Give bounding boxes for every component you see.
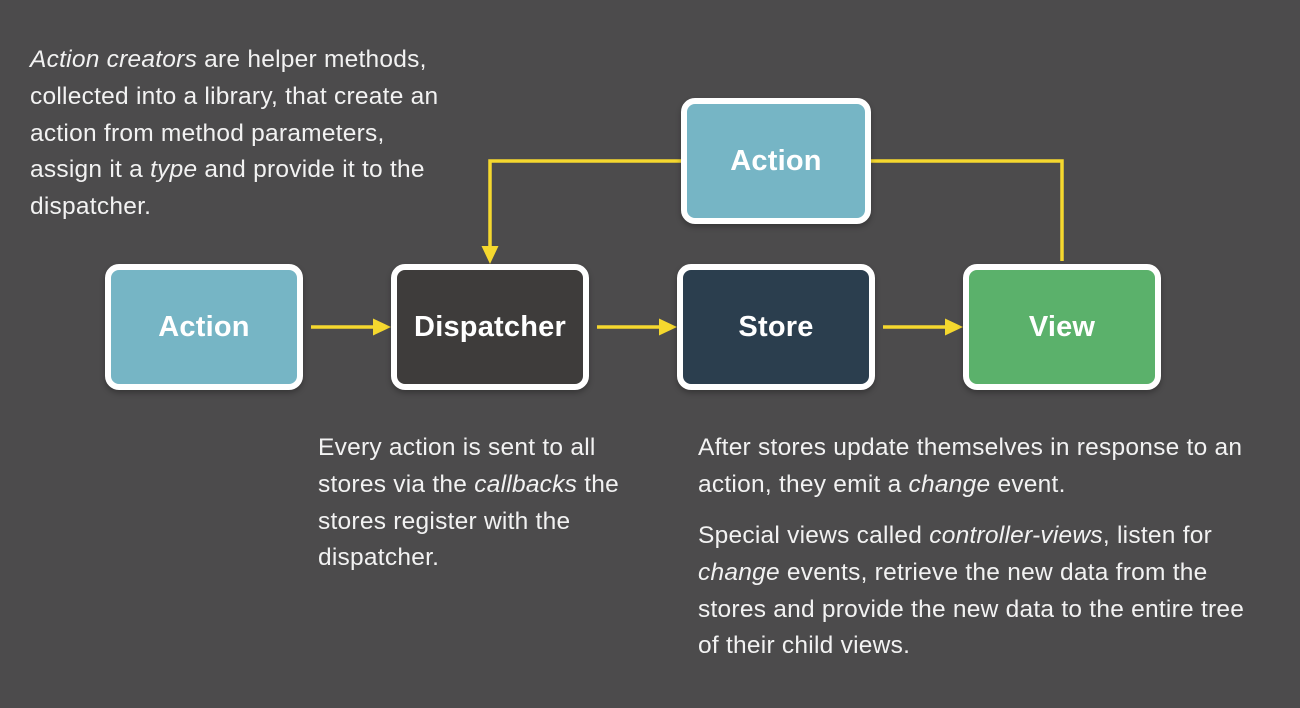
node-label: View (1028, 310, 1096, 343)
annotation-view: Special views called controller-views, l… (698, 518, 1270, 665)
emphasized-text: change (908, 470, 991, 498)
plain-text: After stores update themselves in respon… (698, 434, 1243, 498)
plain-text: Every action is sent to all stores via t… (318, 434, 596, 498)
node-label: Store (738, 310, 814, 343)
node-label: Action (158, 310, 250, 343)
node-dispatcher[interactable]: Dispatcher (391, 264, 589, 390)
node-label: Action (730, 144, 822, 177)
node-action-left[interactable]: Action (105, 264, 303, 390)
node-store[interactable]: Store (677, 264, 875, 390)
arrow-store-to-view (883, 318, 963, 336)
emphasized-text: type (150, 156, 198, 184)
node-action-top[interactable]: Action (681, 98, 871, 224)
annotation-action-creators: Action creators are helper methods, coll… (30, 42, 460, 226)
emphasized-text: controller-views (929, 522, 1103, 549)
arrow-action-top-to-dispatcher (481, 159, 681, 264)
emphasized-text: callbacks (474, 470, 578, 498)
plain-text: event. (990, 470, 1066, 498)
annotation-store: After stores update themselves in respon… (698, 430, 1268, 504)
plain-text: are helper methods, collected into a lib… (30, 46, 439, 184)
arrow-dispatcher-to-store (597, 318, 677, 336)
plain-text: events, retrieve the new data from the s… (698, 558, 1245, 660)
emphasized-text: Action creators (30, 46, 198, 73)
node-label: Dispatcher (414, 310, 566, 343)
plain-text: and provide it to the dispatcher. (30, 156, 425, 221)
node-view[interactable]: View (963, 264, 1161, 390)
plain-text: the stores register with the dispatcher. (318, 470, 620, 572)
arrow-action-to-dispatcher (311, 318, 391, 336)
plain-text: Special views called (698, 522, 930, 549)
plain-text: , listen for (1102, 522, 1213, 549)
emphasized-text: change (698, 558, 780, 586)
connector-view-to-action-top (871, 159, 1064, 261)
annotation-dispatcher: Every action is sent to all stores via t… (318, 430, 654, 577)
